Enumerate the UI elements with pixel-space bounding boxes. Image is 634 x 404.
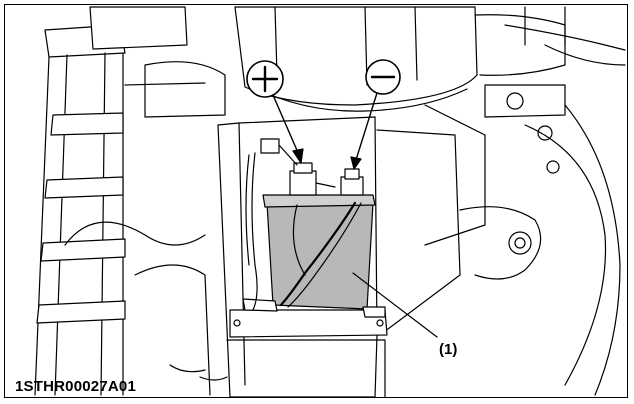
battery-callout-label: (1) [439, 341, 458, 358]
figure-frame: 1STHR00027A01 (1) [4, 4, 628, 398]
negative-terminal-indicator [350, 59, 401, 170]
positive-terminal-indicator [246, 60, 304, 164]
tractor-battery-illustration [34, 6, 626, 397]
engine-structure [89, 6, 626, 396]
callout-leader [352, 272, 438, 338]
battery [242, 138, 386, 318]
step-ladder [34, 24, 206, 396]
figure-code: 1STHR00027A01 [15, 378, 137, 395]
mounting-panel [217, 116, 461, 397]
